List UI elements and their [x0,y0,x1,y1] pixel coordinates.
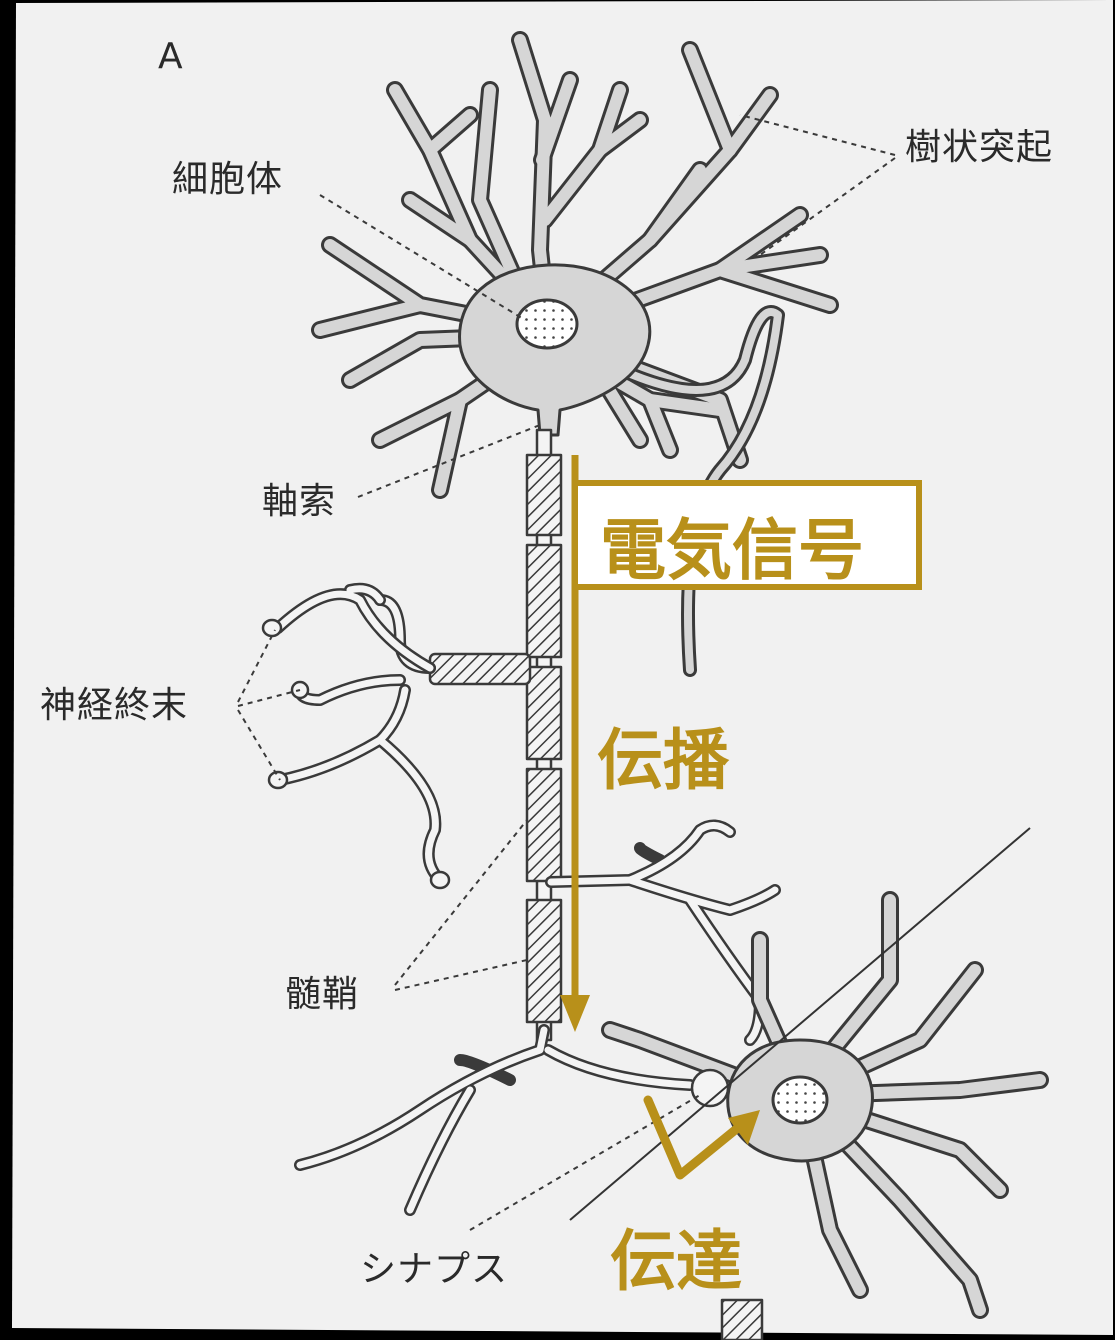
lower-nucleus [773,1077,827,1123]
nerve-terminals-label: 神経終末 [40,676,188,728]
panel-letter: A [158,36,184,77]
lower-axon-stub [722,1300,762,1340]
axon [527,430,561,1040]
transmission-label: 伝達 [610,1208,742,1304]
electric-signal-label: 電気信号 [600,497,864,593]
propagation-label: 伝播 [597,707,729,803]
axon-label: 軸索 [262,472,336,524]
synapse-label: シナプス [360,1240,508,1292]
soma-label: 細胞体 [172,150,283,202]
dendrites-label: 樹状突起 [905,118,1053,170]
myelin-sheath-label: 髄鞘 [285,965,359,1017]
upper-nucleus [517,300,577,348]
